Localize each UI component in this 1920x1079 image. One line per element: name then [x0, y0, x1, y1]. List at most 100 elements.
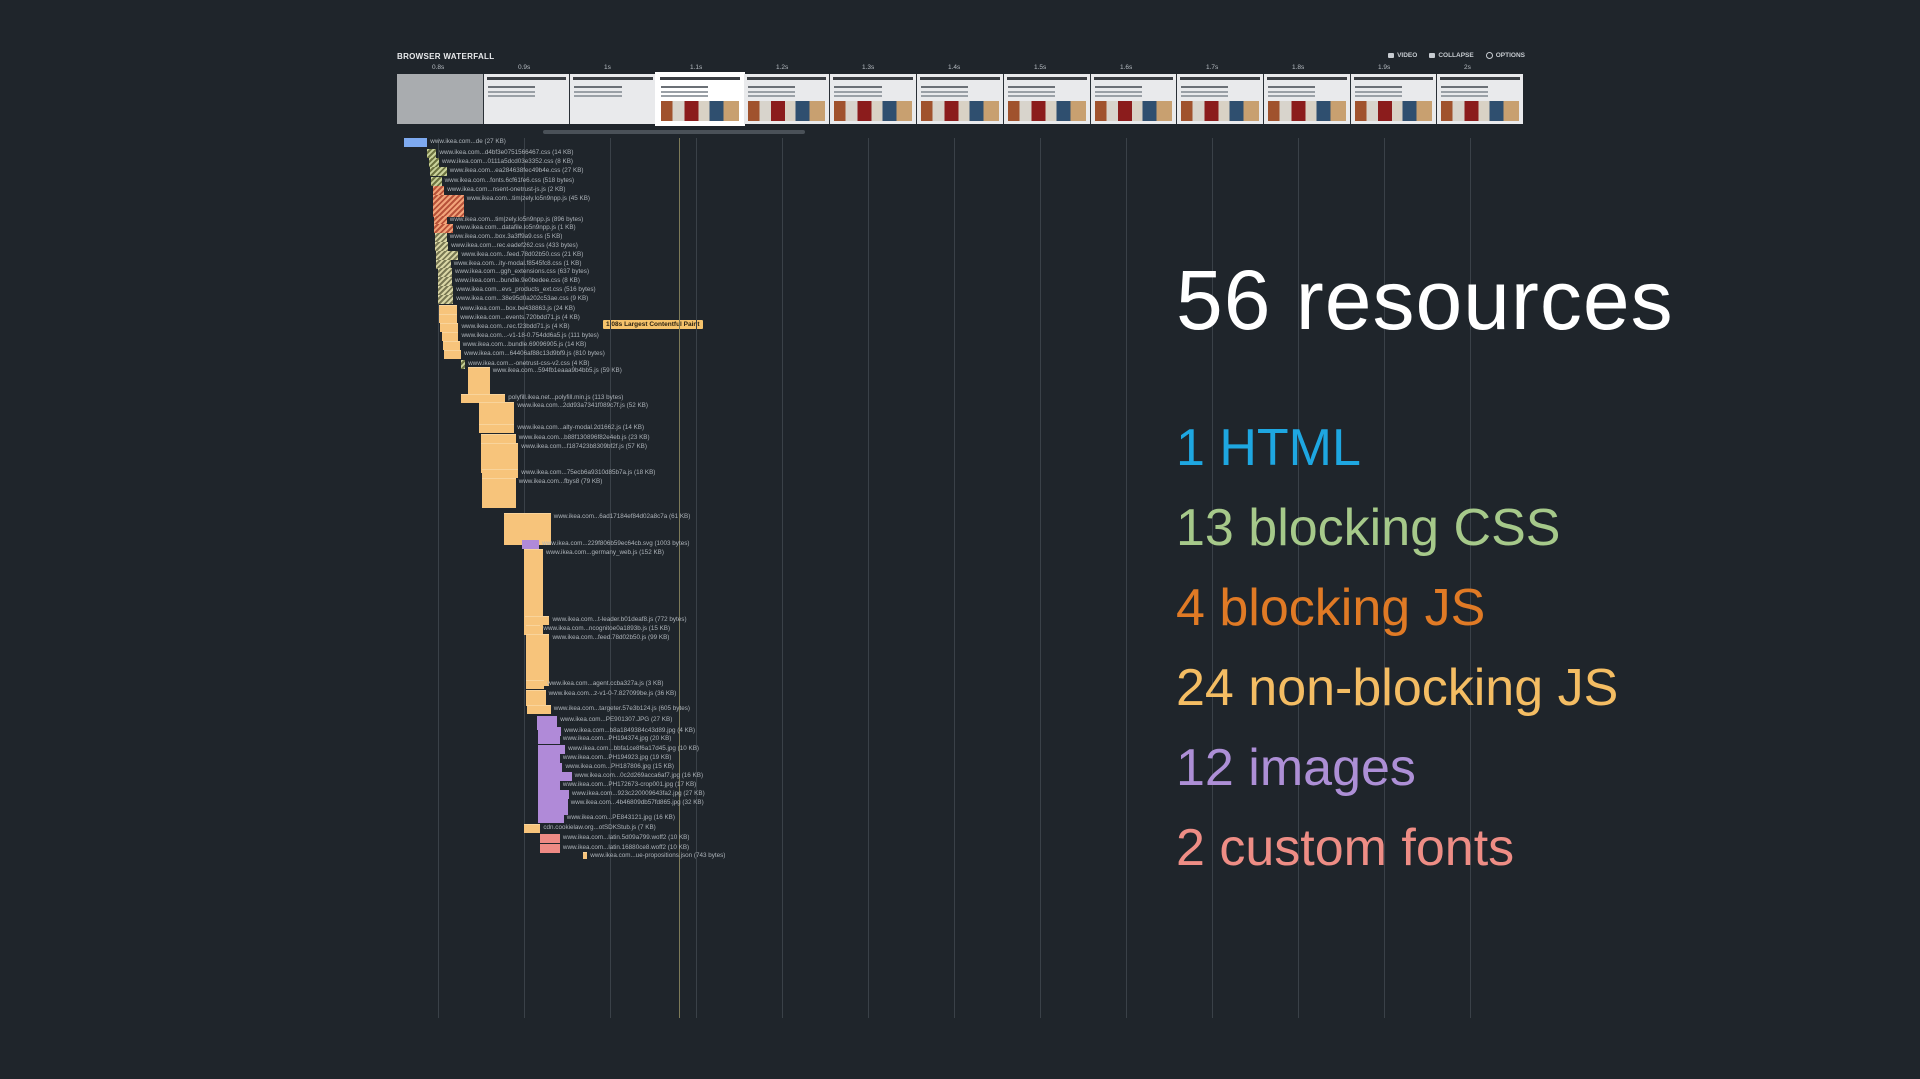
request-bar[interactable]	[537, 763, 563, 772]
request-bar[interactable]	[480, 434, 516, 443]
request-label[interactable]: www.ikea.com...229f806b59ec64cb.svg (100…	[542, 540, 690, 547]
request-label[interactable]: polyfill.ikea.net...polyfill.min.js (113…	[508, 394, 624, 401]
options-button[interactable]: OPTIONS	[1485, 52, 1525, 59]
filmstrip-frame[interactable]	[483, 74, 570, 124]
request-label[interactable]: www.ikea.com...agent.ccba327a.js (3 KB)	[547, 680, 664, 687]
request-label[interactable]: www.ikea.com...PH187806.jpg (15 KB)	[565, 763, 675, 770]
request-label[interactable]: www.ikea.com...feed.78d02b50.js (99 KB)	[552, 634, 670, 641]
request-bar[interactable]	[480, 443, 519, 473]
request-label[interactable]: www.ikea.com...64406af88c13d9bf9.js (810…	[464, 350, 605, 357]
request-label[interactable]: www.ikea.com...PE843121.jpg (16 KB)	[566, 814, 675, 821]
request-bar[interactable]	[540, 844, 560, 853]
filmstrip-frame[interactable]	[917, 74, 1003, 124]
request-bar[interactable]	[481, 478, 516, 508]
request-bar[interactable]	[437, 277, 452, 286]
filmstrip-frame[interactable]	[743, 74, 830, 124]
request-label[interactable]: www.ikea.com...ity-modal.f8545fc8.css (1…	[453, 260, 582, 267]
request-label[interactable]: www.ikea.com...-onetrust-css-v2.css (4 K…	[468, 360, 590, 367]
request-label[interactable]: www.ikea.com...fbys8 (79 KB)	[518, 478, 603, 485]
request-bar[interactable]	[537, 754, 560, 763]
request-bar[interactable]	[522, 540, 540, 549]
request-bar[interactable]	[537, 781, 560, 790]
request-label[interactable]: www.ikea.com...t-leader.b01deaf8.js (772…	[552, 616, 687, 623]
request-bar[interactable]	[435, 242, 449, 251]
request-label[interactable]: www.ikea.com...box.3a3ff9a9.css (5 KB)	[449, 233, 563, 240]
request-label[interactable]: www.ikea.com...b8a1849384c43d89.jpg (4 K…	[564, 727, 696, 734]
request-bar[interactable]	[537, 735, 560, 744]
filmstrip-frame[interactable]	[1350, 74, 1437, 124]
request-label[interactable]: www.ikea.com...rec.f23bdd71.js (4 KB)	[461, 323, 570, 330]
request-label[interactable]: www.ikea.com...75ecb6a9310d85b7a.js (18 …	[521, 469, 656, 476]
request-label[interactable]: www.ikea.com...ue-propositions.json (743…	[590, 852, 726, 859]
request-label[interactable]: www.ikea.com...ncognitoe0a1893b.js (15 K…	[543, 625, 671, 632]
request-bar[interactable]	[432, 186, 445, 195]
filmstrip-frame[interactable]	[1090, 74, 1177, 124]
request-bar[interactable]	[481, 469, 519, 478]
request-bar[interactable]	[504, 513, 551, 545]
request-label[interactable]: www.ikea.com...2dd93a7341f089c7f.js (52 …	[517, 402, 648, 409]
request-bar[interactable]	[537, 772, 572, 781]
request-label[interactable]: www.ikea.com...bundle.69096905.js (14 KB…	[462, 341, 587, 348]
request-label[interactable]: www.ikea.com...d4bf3e0751566467.css (14 …	[439, 149, 574, 156]
request-label[interactable]: www.ikea.com...ggh_extensions.css (637 b…	[455, 268, 590, 275]
request-label[interactable]: www.ikea.com...ea284638fec49b4e.css (27 …	[449, 167, 584, 174]
request-bar[interactable]	[433, 224, 454, 233]
request-label[interactable]: www.ikea.com...latin.16880ce8.woff2 (10 …	[562, 844, 690, 851]
request-bar[interactable]	[540, 834, 560, 843]
request-label[interactable]: www.ikea.com...z-v1-0-7.827099be.js (36 …	[548, 690, 677, 697]
request-label[interactable]: www.ikea.com...b88f130896f82e4eb.js (23 …	[518, 434, 650, 441]
request-label[interactable]: www.ikea.com...4b46809db57fd865.jpg (32 …	[570, 799, 704, 806]
request-label[interactable]: www.ikea.com...germany_web.js (152 KB)	[546, 549, 664, 556]
request-bar[interactable]	[461, 394, 506, 403]
request-label[interactable]: www.ikea.com...6ad17184ef84d02a8c7a (61 …	[553, 513, 691, 520]
filmstrip-frame[interactable]	[570, 74, 657, 124]
request-label[interactable]: www.ikea.com...PE901307.JPG (27 KB)	[560, 716, 673, 723]
request-bar[interactable]	[526, 690, 546, 706]
request-bar[interactable]	[527, 705, 551, 714]
filmstrip-frame[interactable]	[1177, 74, 1263, 124]
request-bar[interactable]	[442, 341, 460, 350]
request-bar[interactable]	[444, 350, 462, 359]
request-label[interactable]: www.ikea.com...923c220009643fa2.jpg (27 …	[572, 790, 705, 797]
request-bar[interactable]	[433, 216, 447, 225]
request-bar[interactable]	[461, 360, 466, 369]
request-label[interactable]: www.ikea.com...tim|zely.lo5n9npp.js (45 …	[466, 195, 590, 202]
request-bar[interactable]	[537, 745, 566, 754]
filmstrip-frame[interactable]	[830, 74, 917, 124]
filmstrip-frame[interactable]	[655, 72, 745, 126]
request-bar[interactable]	[436, 260, 451, 269]
request-bar[interactable]	[537, 814, 564, 823]
request-bar[interactable]	[536, 716, 558, 730]
request-label[interactable]: www.ikea.com...targeter.57e3b124.js (605…	[553, 705, 690, 712]
request-label[interactable]: www.ikea.com...evs_products_ext.css (516…	[456, 286, 596, 293]
request-label[interactable]: www.ikea.com...latin.5d09a799.woff2 (10 …	[562, 834, 690, 841]
request-label[interactable]: www.ikea.com...datafile.lo5n9npp.js (1 K…	[456, 224, 576, 231]
request-bar[interactable]	[432, 195, 464, 217]
collapse-button[interactable]: COLLAPSE	[1429, 52, 1474, 59]
filmstrip-frame[interactable]	[397, 74, 483, 124]
request-bar[interactable]	[429, 167, 447, 176]
request-bar[interactable]	[439, 314, 458, 323]
request-bar[interactable]	[431, 177, 442, 186]
request-label[interactable]: cdn.cookielaw.org...otSDKStub.js (7 KB)	[543, 824, 656, 831]
request-label[interactable]: www.ikea.com...rec.eadef262.css (433 byt…	[451, 242, 578, 249]
request-bar[interactable]	[537, 790, 569, 799]
request-bar[interactable]	[583, 852, 588, 859]
request-label[interactable]: www.ikea.com...PH172673-crop001.jpg (17 …	[562, 781, 697, 788]
request-bar[interactable]	[526, 634, 550, 686]
request-label[interactable]: www.ikea.com...fonts.6cf61fe6.css (518 b…	[444, 177, 575, 184]
filmstrip-frame[interactable]	[1263, 74, 1350, 124]
filmstrip-frame[interactable]	[1003, 74, 1090, 124]
request-label[interactable]: www.ikea.com...tim|zely.lo5n9npp.js (896…	[449, 216, 584, 223]
video-button[interactable]: VIDEO	[1388, 52, 1417, 59]
request-label[interactable]: www.ikea.com...PH194374.jpg (20 KB)	[562, 735, 672, 742]
request-bar[interactable]	[403, 138, 428, 147]
request-bar[interactable]	[523, 824, 541, 833]
request-label[interactable]: www.ikea.com...nsent-onetrust-js.js (2 K…	[447, 186, 566, 193]
request-label[interactable]: www.ikea.com...feed.78d02b50.css (21 KB)	[461, 251, 584, 258]
request-label[interactable]: www.ikea.com...-v1-18-0.754dd6a5.js (111…	[461, 332, 599, 339]
request-bar[interactable]	[479, 424, 515, 433]
request-label[interactable]: www.ikea.com...alty-modal.2d1662.js (14 …	[517, 424, 645, 431]
request-bar[interactable]	[437, 286, 454, 295]
request-bar[interactable]	[524, 616, 550, 625]
